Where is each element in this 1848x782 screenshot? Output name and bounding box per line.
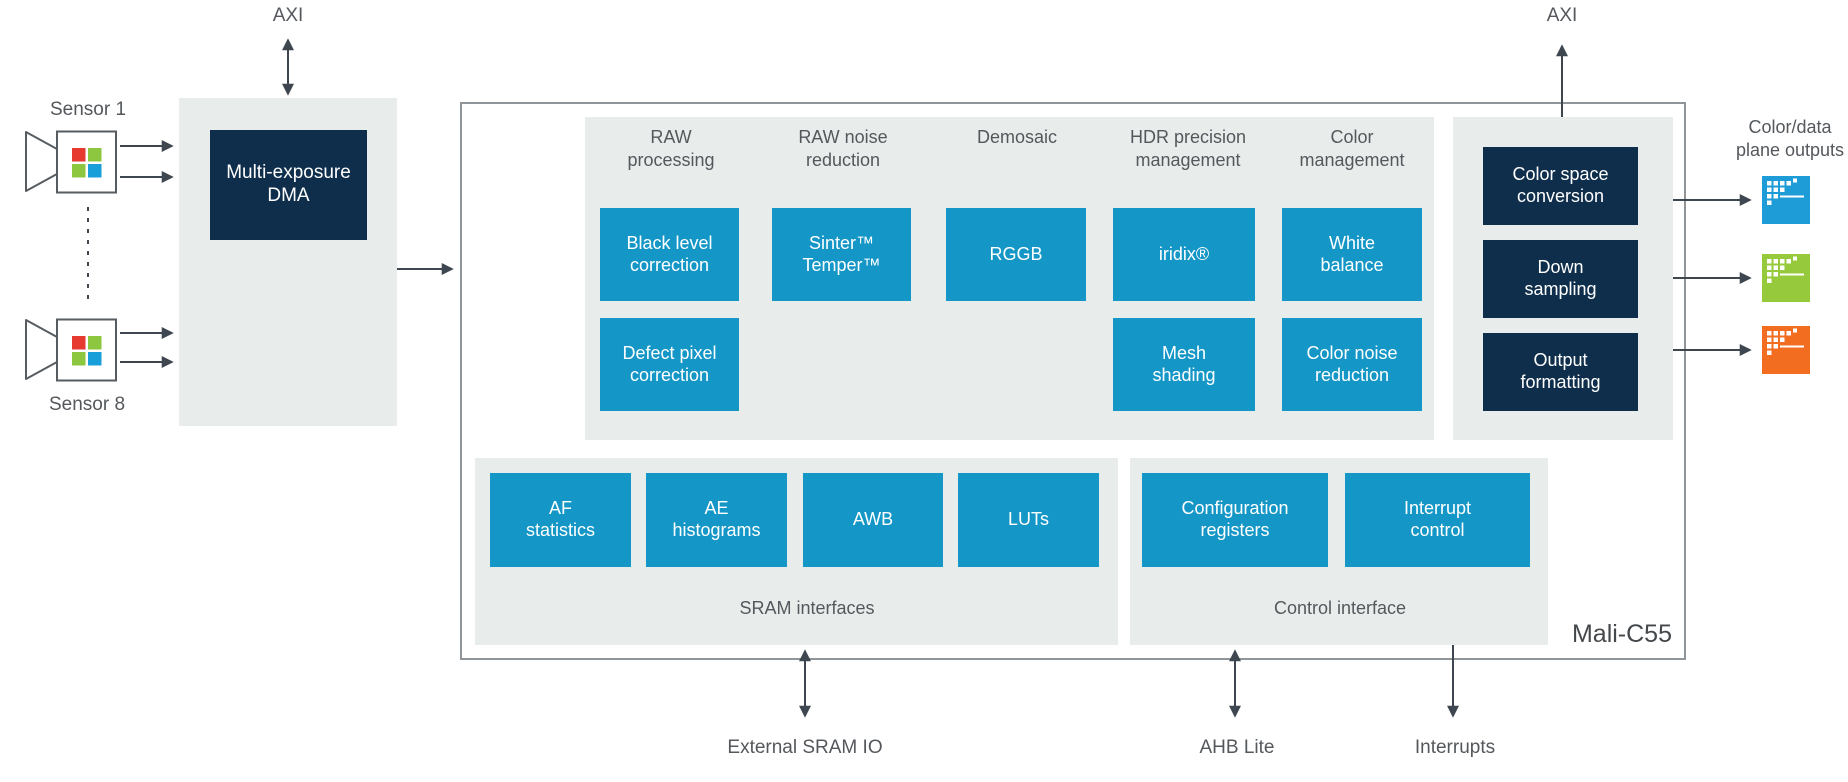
- af-statistics-block: AF statistics: [490, 473, 631, 567]
- white-balance-block: White balance: [1282, 208, 1422, 301]
- axi-right-label: AXI: [1546, 5, 1578, 26]
- output-plane-blue-icon: [1762, 176, 1810, 224]
- black-level-correction-block: Black level correction: [600, 208, 739, 301]
- header-demosaic: Demosaic: [976, 127, 1058, 147]
- interrupt-control-block: Interrupt control: [1345, 473, 1530, 567]
- header-hdr-precision-management: HDR precision management: [1129, 127, 1247, 171]
- mesh-shading-block: Mesh shading: [1113, 318, 1255, 411]
- output-plane-green-icon: [1762, 254, 1810, 302]
- sensor-1-label: Sensor 1: [49, 99, 127, 120]
- down-sampling-block: Down sampling: [1483, 240, 1638, 318]
- axi-left-label: AXI: [272, 5, 304, 26]
- header-color-management: Color management: [1299, 127, 1405, 171]
- sinter-temper-block: Sinter™ Temper™: [772, 208, 911, 301]
- isp-main-box: [460, 102, 1686, 660]
- ahb-lite-label: AHB Lite: [1199, 737, 1275, 758]
- iridix-block: iridix®: [1113, 208, 1255, 301]
- output-plane-orange-icon: [1762, 326, 1810, 374]
- ae-histograms-block: AE histograms: [646, 473, 787, 567]
- external-sram-io-label: External SRAM IO: [727, 737, 883, 758]
- sensor-8-camera-icon: [25, 318, 117, 382]
- awb-block: AWB: [803, 473, 943, 567]
- interrupts-label: Interrupts: [1414, 737, 1496, 758]
- rggb-block: RGGB: [946, 208, 1086, 301]
- color-data-plane-outputs-label: Color/data plane outputs: [1735, 117, 1845, 161]
- header-raw-noise-reduction: RAW noise reduction: [798, 127, 888, 171]
- chip-name-label: Mali-C55: [1571, 620, 1672, 648]
- sensor-1-camera-icon: [25, 130, 117, 194]
- sensor-8-label: Sensor 8: [48, 394, 126, 415]
- output-formatting-block: Output formatting: [1483, 333, 1638, 411]
- multi-exposure-dma-block: Multi-exposure DMA: [210, 130, 367, 240]
- sram-interfaces-label: SRAM interfaces: [739, 598, 875, 618]
- color-space-conversion-block: Color space conversion: [1483, 147, 1638, 225]
- configuration-registers-block: Configuration registers: [1142, 473, 1328, 567]
- control-interface-label: Control interface: [1273, 598, 1407, 618]
- header-raw-processing: RAW processing: [627, 127, 715, 171]
- luts-block: LUTs: [958, 473, 1099, 567]
- color-noise-reduction-block: Color noise reduction: [1282, 318, 1422, 411]
- defect-pixel-correction-block: Defect pixel correction: [600, 318, 739, 411]
